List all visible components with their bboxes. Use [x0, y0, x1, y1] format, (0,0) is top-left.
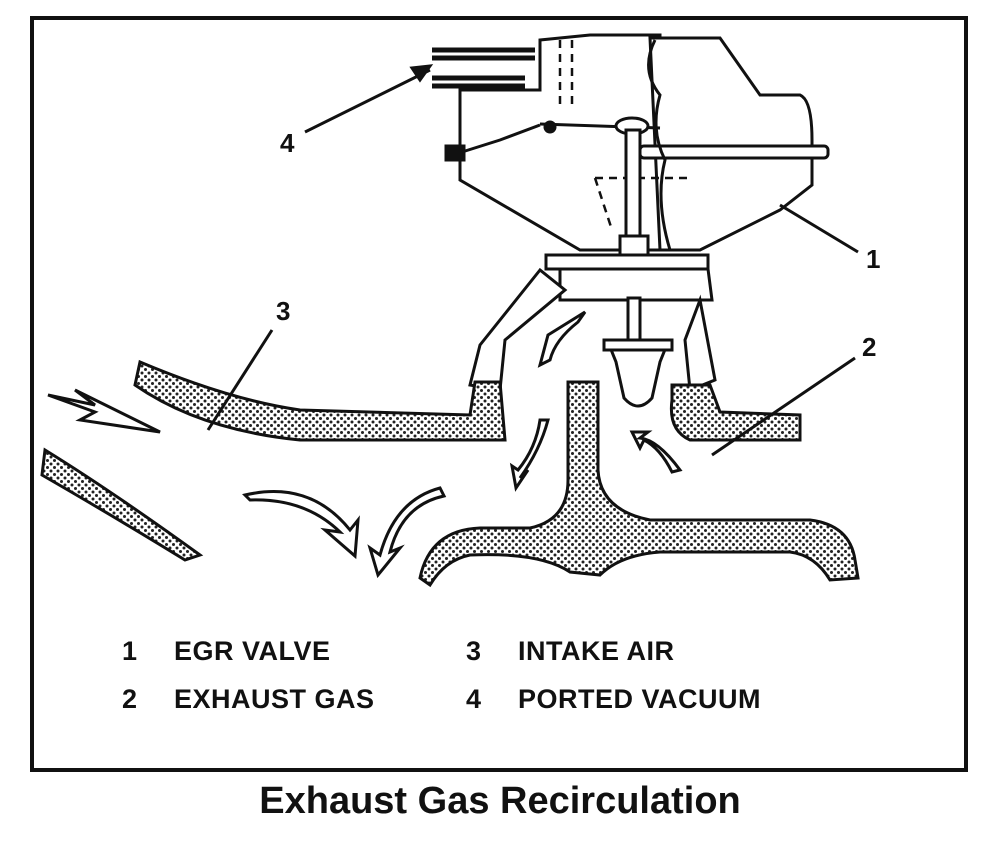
legend-number: 4 [466, 684, 482, 714]
intake-air-arrow-left [47, 388, 161, 434]
valve-stem [624, 128, 642, 242]
flow-arrows [47, 310, 683, 579]
diaphragm-flange [638, 144, 830, 160]
callout-1: 1 [866, 244, 880, 274]
legend-number: 3 [466, 636, 482, 666]
leader-3 [206, 329, 274, 431]
legend-number: 1 [122, 636, 138, 666]
legend-label: EGR VALVE [174, 636, 331, 666]
exhaust-crossover [669, 383, 802, 442]
valve-poppet [605, 340, 671, 408]
intake-air-arrow-right [367, 486, 447, 579]
intake-runner-upper [133, 359, 507, 442]
leader-2 [711, 356, 856, 457]
callout-3: 3 [276, 296, 290, 326]
legend-number: 2 [122, 684, 138, 714]
callout-2: 2 [862, 332, 876, 362]
legend-label: INTAKE AIR [518, 636, 675, 666]
egr-valve [432, 33, 830, 408]
callout-4: 4 [280, 128, 295, 158]
exhaust-arrow-in [629, 430, 683, 474]
intake-runner-lower [40, 447, 204, 562]
intake-manifold [40, 359, 860, 588]
diaphragm-cover [648, 36, 814, 252]
center-riser [418, 380, 860, 588]
leader-lines [206, 64, 859, 457]
figure-frame [30, 16, 968, 772]
leader-4 [304, 68, 431, 134]
figure-caption: Exhaust Gas Recirculation [259, 780, 741, 822]
vacuum-tube-lower [432, 75, 525, 89]
exhaust-arrow-up [537, 310, 587, 368]
valve-base [544, 253, 710, 271]
intake-air-arrow-center [242, 490, 360, 560]
legend-label: PORTED VACUUM [518, 684, 762, 714]
leader-1 [779, 203, 859, 254]
vacuum-tube-upper [432, 47, 535, 61]
legend-label: EXHAUST GAS [174, 684, 375, 714]
valve-housing [458, 33, 662, 252]
exhaust-arrow-down-left [509, 418, 550, 492]
